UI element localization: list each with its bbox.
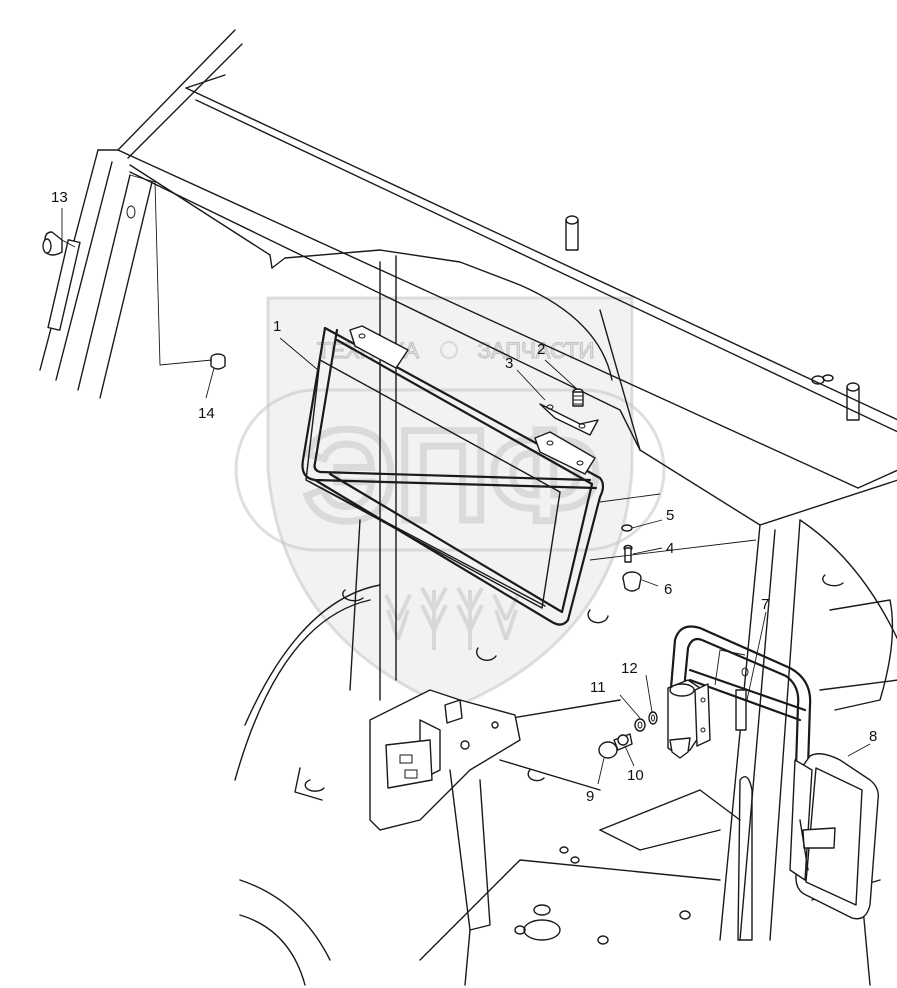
callout-2: 2: [537, 341, 545, 358]
leader-lines: [61, 174, 871, 785]
mount-hardware: [539, 388, 642, 592]
wheat-emblem: [384, 587, 520, 650]
callouts: 1 2 3 4 5 6 7 8 9 10 11 12 13 14: [51, 189, 877, 805]
callout-1: 1: [273, 318, 281, 335]
callout-14: 14: [198, 405, 215, 422]
sun-visor-frame: [301, 325, 605, 626]
side-mirror: [789, 753, 880, 920]
callout-3: 3: [505, 355, 513, 372]
callout-11: 11: [590, 679, 606, 696]
plugs: [42, 231, 226, 370]
callout-4: 4: [666, 540, 674, 557]
callout-9: 9: [586, 788, 594, 805]
callout-12: 12: [621, 660, 638, 677]
mirror-arm: [667, 625, 812, 832]
callout-8: 8: [869, 728, 877, 745]
callout-13: 13: [51, 189, 68, 206]
callout-6: 6: [664, 581, 672, 598]
callout-5: 5: [666, 507, 674, 524]
callout-10: 10: [627, 767, 644, 784]
gear-icon: [440, 341, 458, 359]
mirror-hardware: [598, 711, 658, 759]
callout-7: 7: [761, 596, 769, 613]
